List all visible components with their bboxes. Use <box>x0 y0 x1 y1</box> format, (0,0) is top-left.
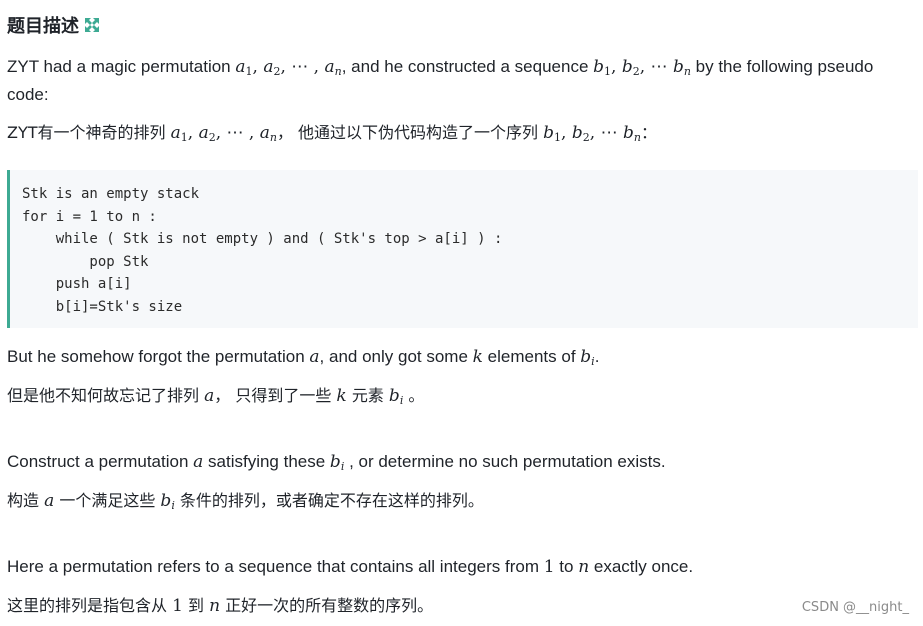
section-header: 题目描述 <box>7 12 100 38</box>
en-paragraph-3: Construct a permutation a satisfying the… <box>7 450 666 474</box>
zh2-text-b: ， 只得到了一些 <box>214 386 337 405</box>
zh4-text-c: 正好一次的所有整数的序列。 <box>220 596 434 615</box>
zh4-text-a: 这里的排列是指包含从 <box>7 596 173 615</box>
zh-paragraph-1: ZYT有一个神奇的排列 a1, a2, ⋯ , an， 他通过以下伪代码构造了一… <box>7 121 657 145</box>
math-k: k <box>472 347 483 367</box>
csdn-watermark: CSDN @__night_ <box>801 600 909 615</box>
code-line: b[i]=Stk's size <box>22 298 183 315</box>
en4-text-b: to <box>554 557 579 576</box>
en4-text-a: Here a permutation refers to a sequence … <box>7 557 544 576</box>
en3-text-a: Construct a permutation <box>7 452 194 471</box>
en-paragraph-4: Here a permutation refers to a sequence … <box>7 555 693 579</box>
code-line: while ( Stk is not empty ) and ( Stk's t… <box>22 231 503 247</box>
en1-text-b: , and he constructed a sequence <box>341 57 594 76</box>
en1-text-a: ZYT had a magic permutation <box>7 57 236 76</box>
math-b-i-zh: bi <box>388 386 404 407</box>
en2-text-d: . <box>594 347 600 366</box>
math-a-sequence-zh: a1, a2, ⋯ , an <box>170 123 277 144</box>
zh1-text-a: ZYT有一个神奇的排列 <box>7 123 171 142</box>
math-a: a <box>309 347 320 367</box>
code-line: push a[i] <box>22 276 132 292</box>
en1-text-c: by the following pseudo <box>690 57 874 76</box>
en2-text-a: But he somehow forgot the permutation <box>7 347 310 366</box>
math-b-i: bi <box>329 452 345 473</box>
zh2-text-d: 。 <box>403 386 425 405</box>
math-b-sequence-zh: b1, b2, ⋯ bn <box>543 123 641 144</box>
math-one: 1 <box>543 557 555 577</box>
zh4-text-b: 到 <box>182 596 210 615</box>
code-line: Stk is an empty stack <box>22 186 200 202</box>
pseudo-code: Stk is an empty stack for i = 1 to n : w… <box>22 183 502 318</box>
en-paragraph-2: But he somehow forgot the permutation a,… <box>7 345 599 369</box>
en3-text-b: satisfying these <box>203 452 330 471</box>
en-paragraph-1-cont: code: <box>7 85 49 104</box>
math-b-i-zh: bi <box>160 491 175 512</box>
zh1-text-c: ： <box>640 123 657 142</box>
expand-icon[interactable] <box>84 17 100 33</box>
zh1-text-b: ， 他通过以下伪代码构造了一个序列 <box>276 123 544 142</box>
math-a-sequence: a1, a2, ⋯ , an <box>235 57 342 78</box>
math-b-sequence: b1, b2, ⋯ bn <box>593 57 691 78</box>
en-paragraph-1: ZYT had a magic permutation a1, a2, ⋯ , … <box>7 55 873 79</box>
zh-paragraph-3: 构造 a 一个满足这些 bi 条件的排列，或者确定不存在这样的排列。 <box>7 489 484 513</box>
section-title: 题目描述 <box>7 16 79 37</box>
zh3-text-c: 条件的排列，或者确定不存在这样的排列。 <box>174 491 484 510</box>
en2-text-c: elements of <box>482 347 581 366</box>
math-k-zh: k <box>336 386 347 406</box>
zh3-text-a: 构造 <box>7 491 45 510</box>
math-n-zh: n <box>209 596 221 616</box>
math-a-zh: a <box>44 491 55 511</box>
code-line: for i = 1 to n : <box>22 208 157 225</box>
en3-text-c: , or determine no such permutation exist… <box>344 452 666 471</box>
en2-text-b: , and only got some <box>319 347 473 366</box>
math-n: n <box>578 557 590 577</box>
math-b-i: bi <box>580 347 595 368</box>
zh-paragraph-4: 这里的排列是指包含从 1 到 n 正好一次的所有整数的序列。 <box>7 594 433 618</box>
zh3-text-b: 一个满足这些 <box>54 491 161 510</box>
math-a-zh: a <box>204 386 215 406</box>
math-a: a <box>193 452 204 472</box>
en4-text-c: exactly once. <box>589 557 694 576</box>
code-line: pop Stk <box>22 253 149 270</box>
code-block: Stk is an empty stack for i = 1 to n : w… <box>7 170 918 328</box>
zh2-text-a: 但是他不知何故忘记了排列 <box>7 386 205 405</box>
zh2-text-c: 元素 <box>346 386 389 405</box>
zh-paragraph-2: 但是他不知何故忘记了排列 a， 只得到了一些 k 元素 bi 。 <box>7 384 424 408</box>
math-one-zh: 1 <box>172 596 183 616</box>
